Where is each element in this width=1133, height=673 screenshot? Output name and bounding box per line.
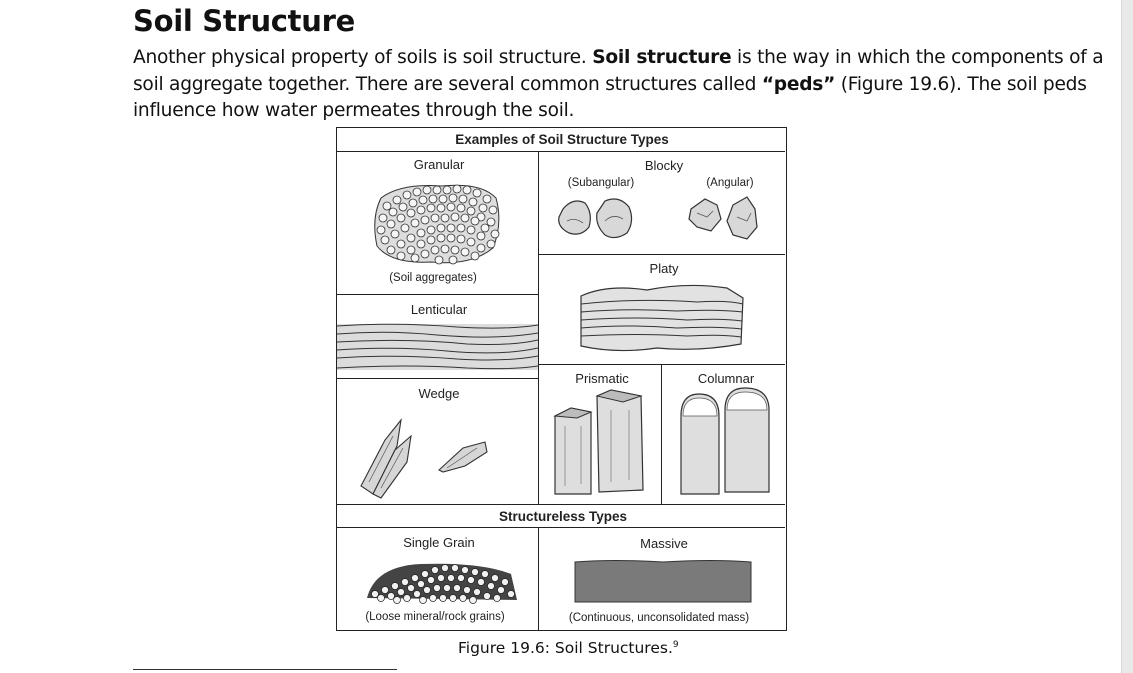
term-soil-structure: Soil structure — [592, 47, 732, 68]
figure-header: Examples of Soil Structure Types — [455, 132, 669, 147]
label-granular-note: (Soil aggregates) — [389, 272, 477, 284]
figure-caption: Figure 19.6: Soil Structures.9 — [458, 639, 679, 657]
label-angular: (Angular) — [706, 177, 754, 189]
paragraph-text-3: (Figure 19.6). The soil peds influence h… — [133, 73, 1087, 122]
term-peds: “peds” — [761, 73, 836, 95]
divider — [337, 378, 538, 379]
label-massive: Massive — [640, 536, 688, 551]
divider — [538, 151, 539, 504]
page-title: Soil Structure — [133, 4, 355, 38]
body-paragraph: Another physical property of soils is so… — [133, 45, 1108, 125]
divider — [337, 151, 785, 152]
paragraph-text-2: is the way in which the components of a … — [133, 47, 1104, 95]
columnar-illustration — [680, 387, 770, 495]
scrollbar[interactable] — [1121, 0, 1133, 673]
structureless-header: Structureless Types — [498, 509, 628, 524]
label-columnar: Columnar — [697, 371, 755, 386]
divider — [337, 504, 785, 505]
granular-illustration — [374, 184, 500, 265]
divider — [661, 364, 662, 504]
divider — [538, 254, 785, 255]
platy-illustration — [580, 284, 744, 352]
label-single-grain-note: (Loose mineral/rock grains) — [365, 611, 505, 623]
caption-text: Figure 19.6: Soil Structures. — [458, 639, 673, 657]
label-prismatic: Prismatic — [575, 371, 629, 386]
label-granular: Granular — [413, 157, 465, 172]
massive-illustration — [574, 560, 752, 603]
label-wedge: Wedge — [418, 386, 460, 401]
lenticular-illustration — [337, 323, 538, 370]
blocky-illustration — [558, 196, 758, 240]
divider — [337, 294, 538, 295]
footnote-separator — [133, 669, 397, 670]
label-platy: Platy — [649, 261, 679, 276]
label-blocky: Blocky — [644, 158, 684, 173]
divider — [337, 527, 785, 528]
label-lenticular: Lenticular — [410, 302, 468, 317]
footnote-ref[interactable]: 9 — [672, 640, 679, 650]
divider — [538, 527, 539, 630]
label-single-grain: Single Grain — [403, 535, 475, 550]
soil-structure-figure: Examples of Soil Structure Types Granula… — [336, 127, 787, 631]
wedge-illustration — [360, 418, 488, 499]
label-subangular: (Subangular) — [567, 177, 635, 189]
paragraph-text-1: Another physical property of soils is so… — [133, 47, 593, 68]
prismatic-illustration — [553, 389, 644, 495]
single-grain-illustration — [367, 563, 517, 604]
label-massive-note: (Continuous, unconsolidated mass) — [568, 612, 750, 624]
